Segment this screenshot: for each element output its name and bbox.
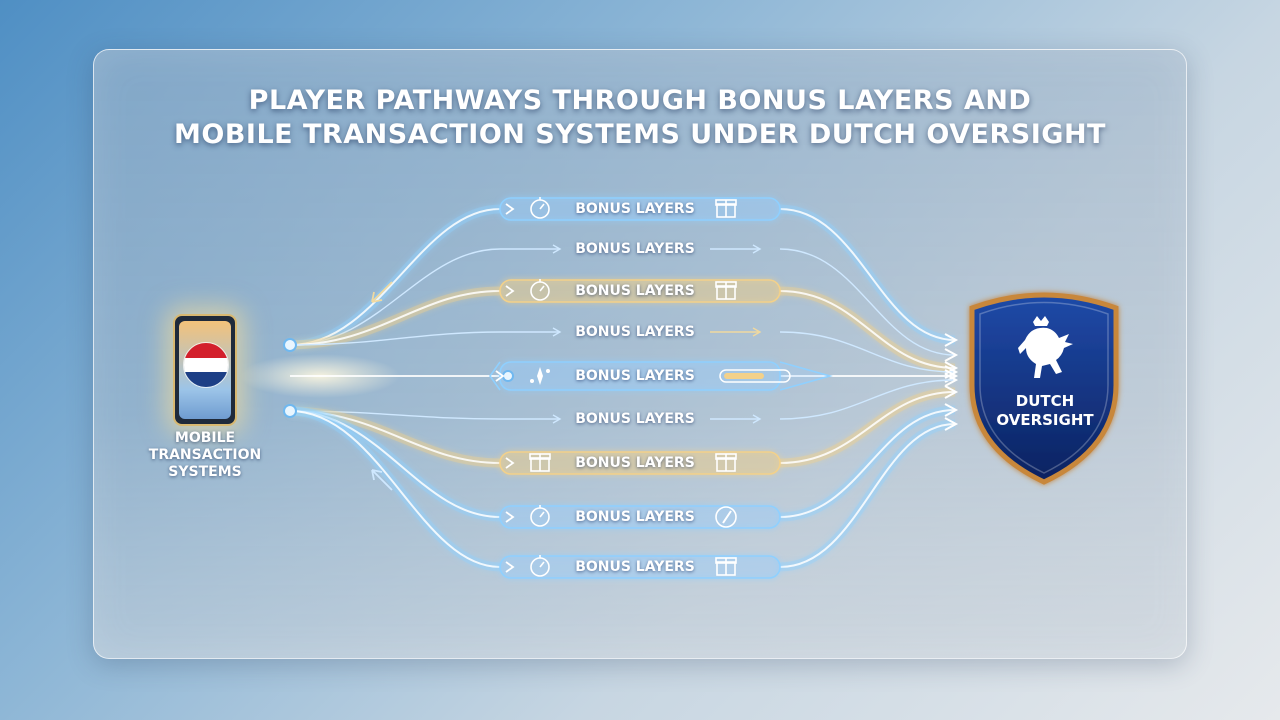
main-band-tip [779, 361, 833, 391]
gift-icon [715, 199, 737, 218]
bonus-layer-label: BONUS LAYERS [575, 559, 695, 575]
return-arrow-bottom [371, 469, 393, 491]
gift-tag-icon [715, 453, 737, 472]
shield-arrowhead-icon [944, 417, 959, 431]
dutch-oversight-label: DUTCH OVERSIGHT [996, 392, 1094, 429]
bonus-layer-band [499, 451, 781, 475]
bonus-layer-label: BONUS LAYERS [575, 509, 695, 525]
bonus-layer-band [499, 361, 781, 391]
arrowhead-icon [752, 414, 762, 424]
bonus-layer-label: BONUS LAYERS [575, 324, 695, 340]
bonus-layer-band [499, 279, 781, 303]
speedometer-icon [530, 505, 550, 527]
arrowhead-icon [505, 203, 515, 215]
arrowhead-icon [505, 457, 515, 469]
bonus-layer-label: BONUS LAYERS [575, 283, 695, 299]
bonus-layer-label: BONUS LAYERS [575, 455, 695, 471]
gift-icon [715, 281, 737, 300]
bonus-layer-path [290, 361, 959, 391]
mobile-transaction-label: MOBILE TRANSACTION SYSTEMS [148, 430, 262, 480]
pen-icon [715, 506, 737, 528]
mobile-phone-icon [173, 314, 237, 426]
bonus-layer-label: BONUS LAYERS [575, 411, 695, 427]
arrowhead-icon [505, 285, 515, 297]
clock-icon [530, 279, 550, 301]
compass-icon [530, 197, 550, 219]
arrowhead-icon [752, 327, 762, 337]
sparkle-icon [530, 367, 550, 385]
arrowhead-icon [552, 244, 562, 254]
progress-bar-icon [719, 369, 791, 383]
arrowhead-icon [505, 561, 515, 573]
netherlands-flag-icon [183, 342, 229, 388]
dutch-oversight-shield [969, 292, 1119, 485]
shield-arrowhead-icon [944, 385, 959, 399]
shield-arrowhead-icon [944, 373, 959, 387]
arrowhead-icon [552, 327, 562, 337]
source-node-bottom [283, 404, 297, 418]
pathways [289, 197, 959, 579]
shield-arrowhead-icon [944, 333, 959, 347]
bonus-layer-band [499, 505, 781, 529]
diagram-title: PLAYER PATHWAYS THROUGH BONUS LAYERS AND… [0, 84, 1280, 152]
source-node-top [283, 338, 297, 352]
compass-icon [530, 555, 550, 577]
bonus-layer-label: BONUS LAYERS [575, 201, 695, 217]
arrowhead-icon [495, 370, 505, 382]
return-arrow-top [371, 281, 393, 303]
shield-arrowhead-icon [944, 348, 959, 362]
gift-icon [529, 453, 551, 472]
arrowhead-icon [505, 511, 515, 523]
bonus-layer-band [499, 197, 781, 221]
bonus-layer-label: BONUS LAYERS [575, 368, 695, 384]
wallet-icon [715, 557, 737, 576]
bonus-layer-band [499, 555, 781, 579]
arrowhead-icon [552, 414, 562, 424]
title-line-2: MOBILE TRANSACTION SYSTEMS UNDER DUTCH O… [174, 119, 1106, 150]
title-line-1: PLAYER PATHWAYS THROUGH BONUS LAYERS AND [248, 85, 1032, 116]
bonus-layer-path [289, 279, 959, 375]
lion-emblem-icon [1018, 316, 1073, 378]
arrowhead-icon [752, 244, 762, 254]
bonus-layer-label: BONUS LAYERS [575, 241, 695, 257]
bonus-layer-path [289, 406, 959, 579]
shield-arrowhead-icon [944, 403, 959, 417]
